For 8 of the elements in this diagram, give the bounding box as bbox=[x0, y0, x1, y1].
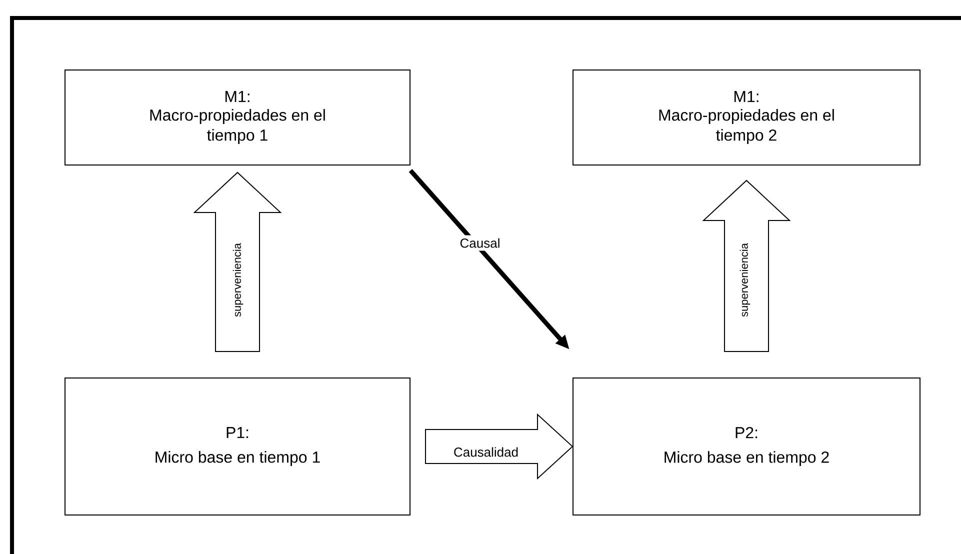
edge-label: superveniencia bbox=[230, 240, 246, 320]
text-box: M1: Macro-propiedades en el tiempo 2 bbox=[572, 70, 920, 166]
text-box: P1: Micro base en tiempo 1 bbox=[64, 378, 410, 516]
edge-label: Causalidad bbox=[450, 444, 522, 460]
text-box: M1: Macro-propiedades en el tiempo 1 bbox=[64, 70, 410, 166]
edge-label: Causal bbox=[456, 235, 504, 251]
edge-label: superveniencia bbox=[736, 240, 754, 320]
text-box: P2: Micro base en tiempo 2 bbox=[572, 378, 920, 516]
